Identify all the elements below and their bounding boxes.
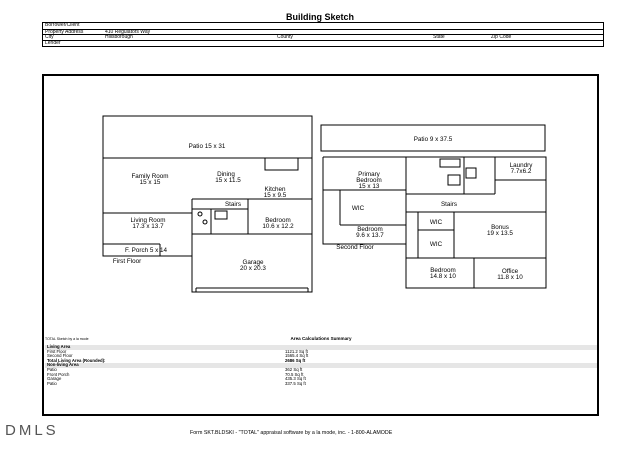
total-value: 2686 Sq ft	[285, 357, 306, 363]
living-room-label: Living Room	[131, 217, 166, 224]
area-row-label: Front Porch	[47, 371, 70, 377]
footer-text: Form SKT.BLDSKI - "TOTAL" appraisal soft…	[190, 430, 393, 436]
dining-dim: 15 x 11.5	[215, 177, 241, 184]
borrower-label: Borrower/Client	[45, 22, 80, 28]
kitchen-dim: 15 x 9.5	[264, 192, 287, 199]
bedroom-2-dim: 9.6 x 13.7	[356, 232, 384, 239]
primary-label-2: Bedroom	[356, 177, 382, 184]
family-room-label: Family Room	[131, 173, 168, 180]
bonus-dim: 19 x 13.5	[487, 230, 513, 237]
area-row-value: 337.5 Sq ft	[285, 380, 306, 386]
area-row-value: 435.3 Sq ft	[285, 376, 306, 382]
kitchen-island	[264, 157, 299, 171]
laundry-label: Laundry	[510, 162, 534, 169]
wic-3-label: WIC	[430, 241, 443, 248]
lender-label: Lender	[45, 39, 61, 46]
first-floor-outline	[102, 158, 313, 293]
area-row-value: 1565.4 Sq ft	[285, 353, 309, 359]
dining-label: Dining	[217, 171, 235, 178]
patio-1-outline	[102, 115, 313, 159]
wic-2-label: WIC	[430, 219, 443, 226]
sketch-frame	[42, 74, 599, 416]
area-row-label: First Floor	[47, 348, 67, 354]
zip-label: Zip Code	[491, 34, 512, 40]
first-floor-plan	[102, 115, 313, 293]
fixture-icon	[202, 219, 208, 225]
total-label: Total Living Area (Rounded):	[47, 357, 106, 363]
garage-label: Garage	[242, 259, 264, 266]
area-summary: TOTAL Sketch by a la mode Area Calculati…	[45, 336, 597, 395]
first-floor-label: First Floor	[113, 258, 141, 265]
bedroom-2-label: Bedroom	[357, 226, 383, 233]
sink-icon	[214, 210, 228, 220]
bedroom-1-dim: 10.6 x 12.2	[262, 223, 294, 230]
patio-1-label: Patio 15 x 31	[189, 143, 226, 150]
patio-2-label: Patio 9 x 37.5	[414, 136, 453, 143]
living-room-dim: 17.3 x 13.7	[132, 223, 164, 230]
area-title: Area Calculations Summary	[290, 336, 352, 341]
page-title: Building Sketch	[285, 12, 354, 22]
living-area-heading: Living Area	[47, 344, 71, 349]
second-floor-plan	[320, 124, 547, 289]
nonliving-heading: Non-living Area	[47, 362, 79, 368]
kitchen-label: Kitchen	[264, 186, 286, 193]
second-floor-outline	[322, 156, 547, 289]
area-row-label: Patio	[47, 367, 57, 372]
property-value: 410 Regulators Way	[105, 28, 151, 35]
header-table: Borrower/Client Property Address 410 Reg…	[42, 22, 604, 47]
stairs-2-label: Stairs	[441, 201, 457, 208]
bedroom-1-label: Bedroom	[265, 217, 291, 224]
stairs-1-label: Stairs	[225, 201, 241, 208]
primary-label: Primary	[358, 171, 381, 178]
watermark-logo: DMLS	[5, 422, 59, 439]
city-value: Hillsborough	[105, 34, 133, 40]
fixture-icon	[197, 211, 203, 217]
sketch-note: TOTAL Sketch by a la mode	[45, 337, 89, 341]
area-row-value: 1121.2 Sq ft	[285, 348, 308, 354]
tub-icon	[447, 174, 461, 186]
second-floor-label: Second Floor	[336, 244, 373, 251]
office-dim: 11.8 x 10	[497, 274, 523, 281]
county-label: County	[277, 34, 293, 40]
area-row-label: Second Floor	[47, 353, 73, 359]
property-label: Property Address	[45, 28, 84, 35]
area-row-label: Garage	[47, 376, 62, 382]
wic-1-label: WIC	[352, 205, 365, 212]
laundry-dim: 7.7x6.2	[511, 168, 532, 175]
area-row-label: Patio	[47, 380, 57, 386]
state-label: State	[433, 34, 445, 40]
bonus-label: Bonus	[491, 224, 509, 231]
garage-dim: 20 x 20.3	[240, 265, 266, 272]
area-row-value: 70.5 Sq ft	[285, 371, 304, 377]
family-room-dim: 15 x 15	[140, 179, 161, 186]
office-label: Office	[502, 268, 519, 275]
porch-label: F. Porch 5 x 14	[125, 247, 167, 254]
vanity-icon	[439, 158, 461, 168]
bedroom-3-label: Bedroom	[430, 267, 456, 274]
bedroom-3-dim: 14.8 x 10	[430, 273, 456, 280]
area-row-value: 362 Sq ft	[285, 367, 303, 372]
primary-dim: 15 x 13	[359, 183, 380, 190]
city-label: City	[45, 34, 54, 40]
patio-2-outline	[320, 124, 546, 152]
toilet-icon	[465, 167, 477, 179]
